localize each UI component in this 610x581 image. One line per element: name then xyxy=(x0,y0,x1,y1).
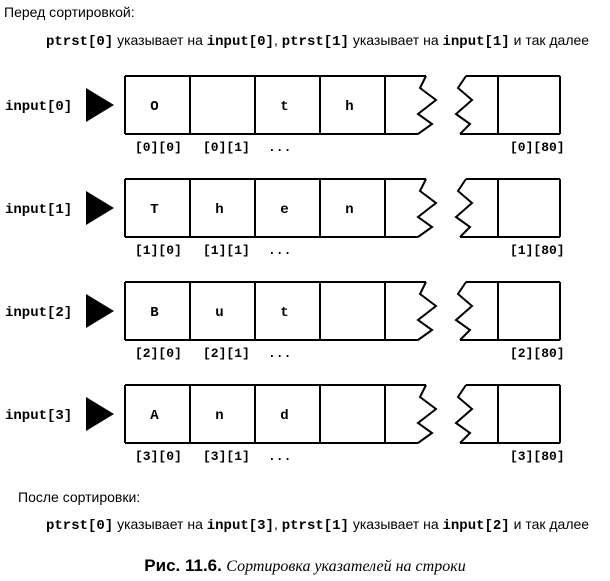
cell-character: t xyxy=(280,305,288,321)
code-token: input[3] xyxy=(206,518,274,534)
description-text: , xyxy=(273,32,282,48)
row-label: input[1] xyxy=(5,202,72,218)
index-label: [0][1] xyxy=(203,140,250,155)
description-text: указывает на xyxy=(348,32,443,48)
index-label: [3][0] xyxy=(135,449,182,464)
cell-character: B xyxy=(150,305,159,321)
after-description: ptrst[0] указывает на input[3], ptrst[1]… xyxy=(46,516,589,534)
cell-character: n xyxy=(215,408,223,424)
index-label: [3][1] xyxy=(203,449,250,464)
index-label: [1][0] xyxy=(135,243,182,258)
break-edge-right xyxy=(454,384,474,444)
before-description: ptrst[0] указывает на input[0], ptrst[1]… xyxy=(46,32,589,50)
index-label: [2][80] xyxy=(510,346,565,361)
code-token: ptrst[1] xyxy=(281,518,349,534)
code-token: input[2] xyxy=(442,518,510,534)
index-label: [1][80] xyxy=(510,243,565,258)
pointer-arrow xyxy=(86,191,114,225)
cell-character: h xyxy=(215,202,223,218)
cell-character: A xyxy=(150,408,159,424)
cell-character: e xyxy=(280,202,288,218)
break-edge-left xyxy=(416,384,438,444)
index-label: [3][80] xyxy=(510,449,565,464)
code-token: input[1] xyxy=(442,34,510,50)
ellipsis: ... xyxy=(268,140,291,155)
cell-character: u xyxy=(215,305,223,321)
row-label: input[3] xyxy=(5,408,72,424)
break-edge-left xyxy=(416,178,438,238)
ellipsis: ... xyxy=(268,449,291,464)
description-text: и так далее xyxy=(509,32,590,48)
ellipsis: ... xyxy=(268,243,291,258)
ellipsis: ... xyxy=(268,346,291,361)
pointer-arrow xyxy=(86,88,114,122)
description-text: указывает на xyxy=(348,516,443,532)
row-label: input[0] xyxy=(5,99,72,115)
caption-text: Сортировка указателей на строки xyxy=(226,558,466,575)
code-token: input[0] xyxy=(206,34,274,50)
figure-caption: Рис. 11.6. Сортировка указателей на стро… xyxy=(0,556,610,576)
before-heading: Перед сортировкой: xyxy=(4,4,135,20)
cell-character: n xyxy=(345,202,353,218)
code-token: ptrst[1] xyxy=(281,34,349,50)
row-label: input[2] xyxy=(5,305,72,321)
break-edge-right xyxy=(454,281,474,341)
caption-number: Рис. 11.6. xyxy=(144,556,222,575)
index-label: [0][80] xyxy=(510,140,565,155)
after-heading: После сортировки: xyxy=(18,489,141,505)
break-edge-left xyxy=(416,281,438,341)
description-text: и так далее xyxy=(509,516,590,532)
break-edge-left xyxy=(416,75,438,135)
cell-character: h xyxy=(345,99,353,115)
index-label: [2][0] xyxy=(135,346,182,361)
index-label: [2][1] xyxy=(203,346,250,361)
cell-character: O xyxy=(150,99,158,115)
break-edge-right xyxy=(454,75,474,135)
description-text: указывает на xyxy=(113,32,207,48)
code-token: ptrst[0] xyxy=(46,34,114,50)
index-label: [0][0] xyxy=(135,140,182,155)
cell-character: d xyxy=(280,408,288,424)
description-text: указывает на xyxy=(113,516,207,532)
pointer-arrow xyxy=(86,397,114,431)
code-token: ptrst[0] xyxy=(46,518,114,534)
cell-character: T xyxy=(150,202,158,218)
cell-character: t xyxy=(280,99,288,115)
pointer-arrow xyxy=(86,294,114,328)
index-label: [1][1] xyxy=(203,243,250,258)
description-text: , xyxy=(273,516,282,532)
break-edge-right xyxy=(454,178,474,238)
